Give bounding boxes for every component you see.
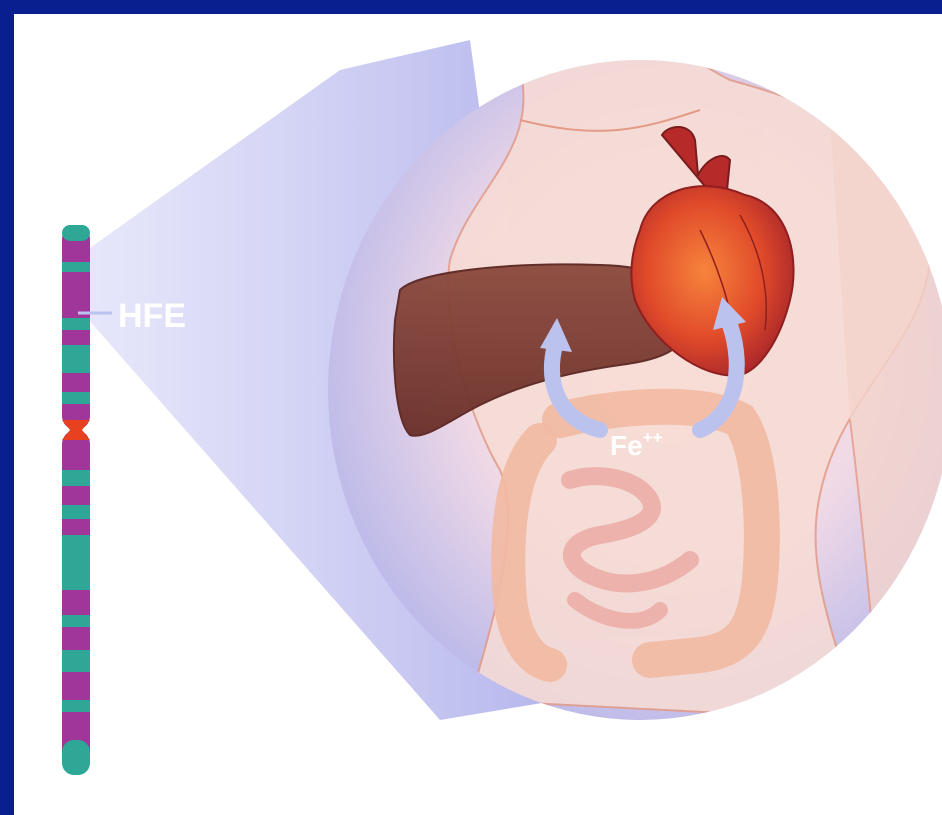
iron-label-superscript: ++ [643,428,663,447]
chromosome [62,225,90,775]
hemochromatosis-illustration: HFE Fe++ [14,14,942,815]
hfe-label: HFE [118,297,186,335]
iron-label-base: Fe [610,430,643,461]
centromere [62,420,90,440]
slide-panel: HFE Fe++ [14,14,942,815]
